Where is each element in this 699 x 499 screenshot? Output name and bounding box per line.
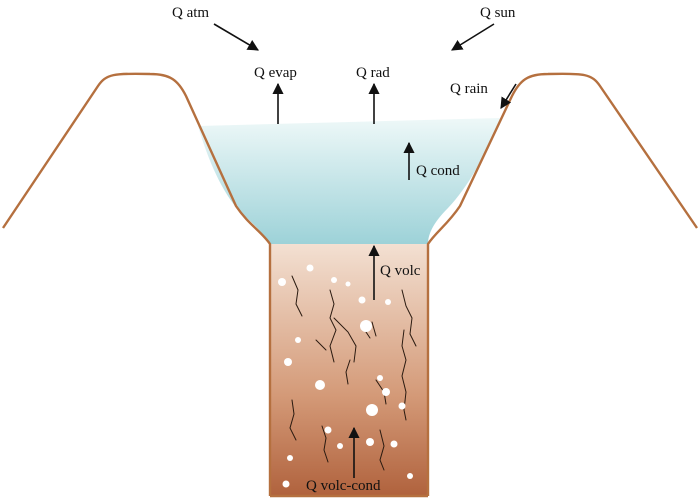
label-q-cond: Q cond [416, 163, 460, 179]
heat-flux-labels: Q atm Q sun Q evap Q rad Q rain Q cond Q… [172, 5, 516, 494]
arrow-q-sun [451, 23, 495, 51]
conduit-bubbles [278, 264, 413, 488]
label-q-sun: Q sun [480, 5, 516, 21]
crater-rim-outline [2, 72, 272, 496]
label-q-rain: Q rain [450, 81, 488, 97]
label-q-volc: Q volc [380, 263, 421, 279]
label-q-evap: Q evap [254, 65, 297, 81]
lake-water [198, 118, 500, 244]
label-q-volc-cond: Q volc-cond [306, 478, 381, 494]
arrow-q-atm [213, 23, 259, 51]
label-q-atm: Q atm [172, 5, 209, 21]
arrow-q-rain [500, 83, 517, 109]
label-q-rad: Q rad [356, 65, 390, 81]
heat-flux-arrows [213, 23, 517, 478]
crater-rim-outline-right [426, 72, 698, 496]
